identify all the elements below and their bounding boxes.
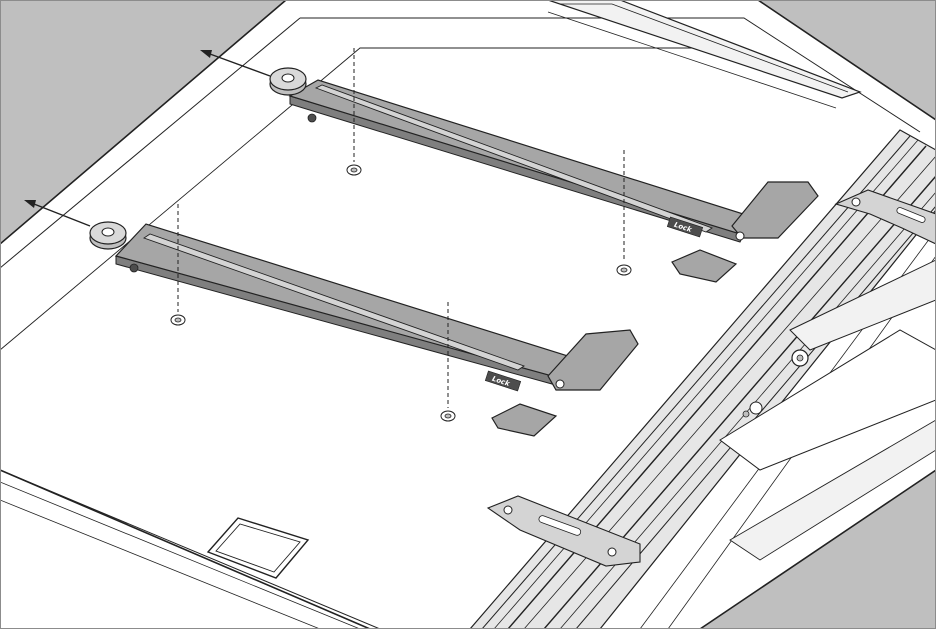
bottom-handle-recess — [206, 517, 310, 579]
screw-icon — [851, 197, 861, 207]
screw-icon — [607, 547, 617, 557]
arrow-left-icon — [200, 50, 271, 77]
mounting-bracket-lower: Lock — [89, 221, 639, 437]
alignment-guides — [177, 48, 625, 408]
mount-hole-icon — [616, 264, 632, 276]
screw-icon — [503, 505, 513, 515]
rail-clamp-top — [834, 189, 936, 245]
arrow-left-icon — [24, 200, 91, 227]
rail-clamp-bottom — [486, 495, 641, 567]
mount-hole-icon — [346, 164, 362, 176]
thumb-screw-icon — [269, 67, 307, 96]
mounting-bracket-upper: Lock — [269, 67, 819, 283]
mount-hole-icon — [170, 314, 186, 326]
thumb-screw-icon — [89, 221, 127, 250]
mount-hole-icon — [440, 410, 456, 422]
wall-rail-system — [469, 129, 936, 629]
top-handle-recess — [547, 0, 862, 109]
mount-holes — [170, 164, 632, 422]
